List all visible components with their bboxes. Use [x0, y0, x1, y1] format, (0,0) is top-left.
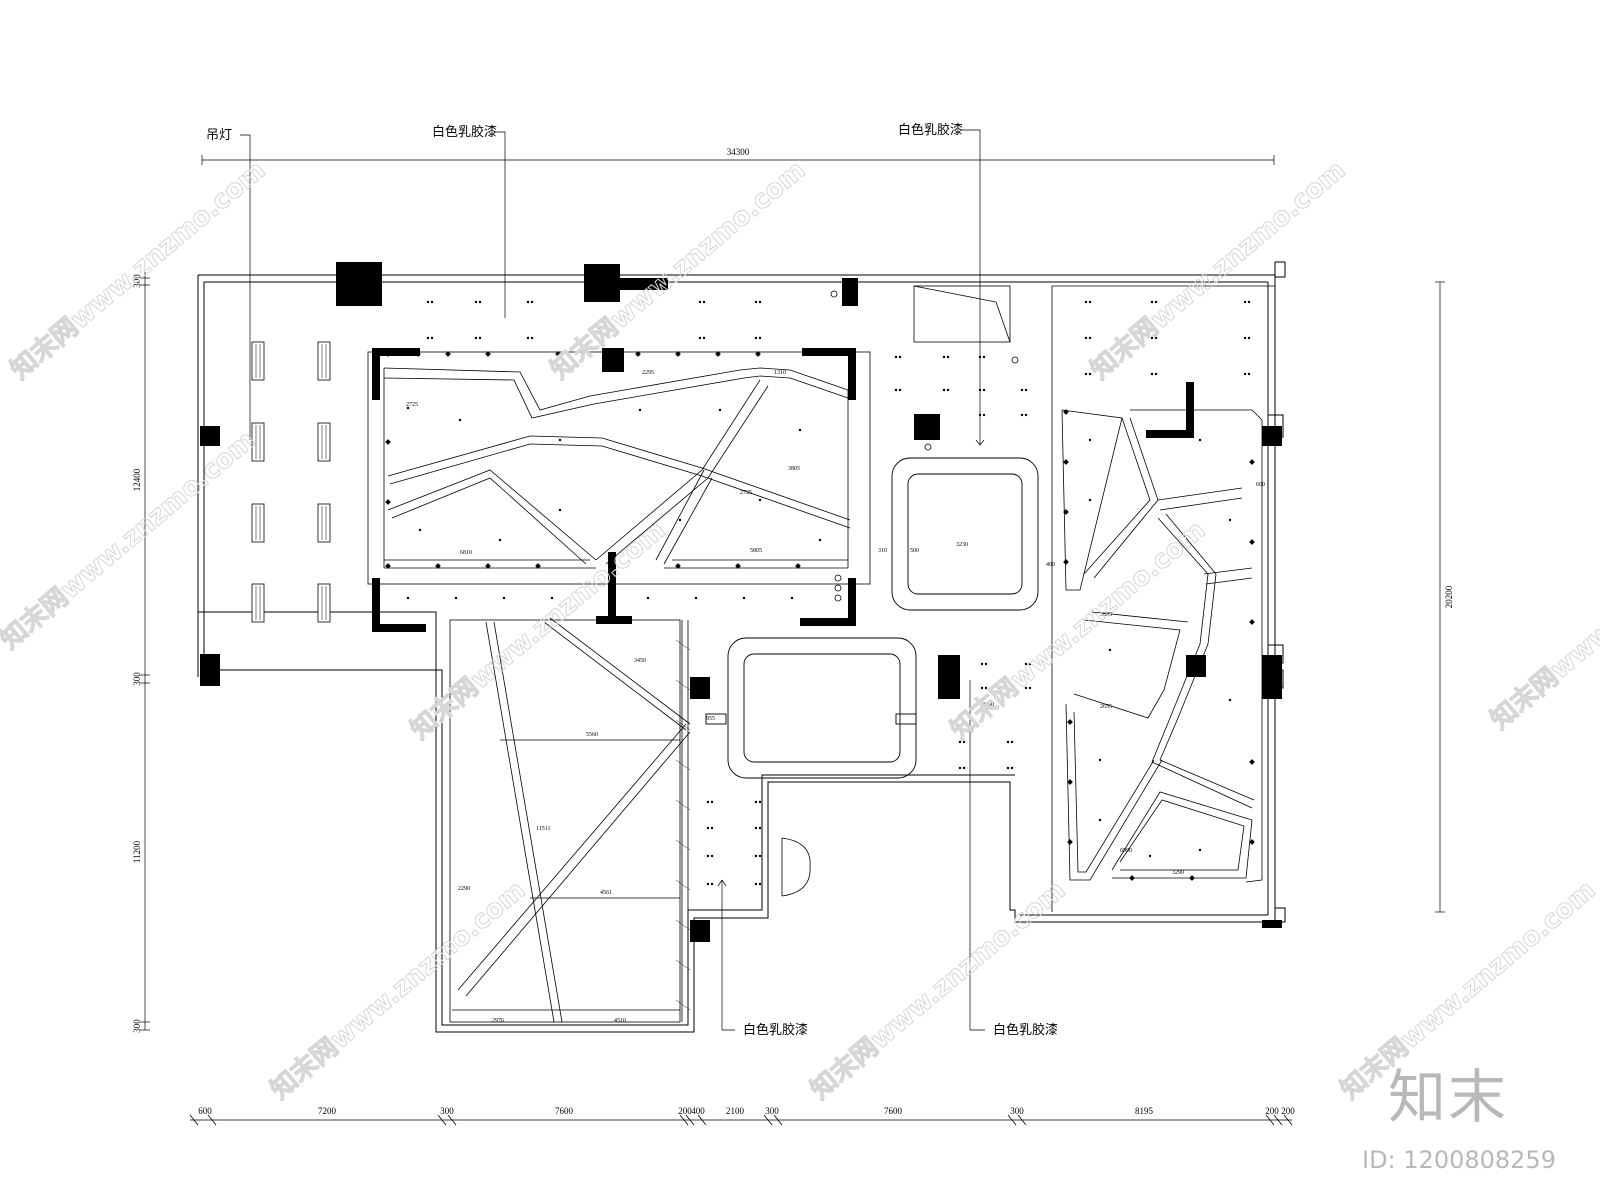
- left-ceiling-zone: [367, 351, 871, 585]
- dim-bottom-1: 7200: [318, 1106, 337, 1116]
- image-id: ID: 1200808259: [1362, 1146, 1556, 1174]
- watermark-1: 知末网www.znzmo.com: [5, 155, 271, 385]
- watermark-6: 知末网www.znzmo.com: [945, 515, 1211, 745]
- dim-bottom-0: 600: [198, 1106, 212, 1116]
- dim-left-2: 300: [132, 672, 142, 686]
- inner-dim-p: 2655: [1100, 704, 1112, 710]
- inner-dim-o: 4160: [982, 702, 994, 708]
- watermark-5: 知末网www.znzmo.com: [405, 515, 671, 745]
- label-paint-top-right: 白色乳胶漆: [898, 122, 963, 138]
- inner-dim-n: 2290: [458, 886, 470, 892]
- dim-bottom-10: 8195: [1135, 1106, 1154, 1116]
- dim-bottom-12: 200: [1281, 1106, 1295, 1116]
- downlight-dots: [406, 300, 1251, 886]
- watermark-9: 知末网www.znzmo.com: [805, 875, 1071, 1105]
- dim-left-1: 12400: [132, 468, 142, 491]
- inner-dim-w: 955: [706, 716, 715, 722]
- inner-dim-g: 6810: [460, 550, 472, 556]
- bottom-dimension-texts: 600 7200 300 7600 200 400 2100 300 7600 …: [198, 1106, 1295, 1116]
- door-area: [781, 285, 1019, 897]
- label-paint-bottom-left: 白色乳胶漆: [743, 1022, 808, 1038]
- label-pendant-light: 吊灯: [206, 128, 232, 143]
- watermarks: 知末网www.znzmo.com 知末网www.znzmo.com 知末网www…: [0, 155, 1600, 1106]
- inner-dim-e: 2725: [740, 490, 752, 496]
- inner-dim-b: 2295: [642, 370, 654, 376]
- inner-dim-j: 5560: [586, 732, 598, 738]
- bottom-left-ceiling: [449, 617, 691, 1023]
- inner-dim-f: 5805: [750, 548, 762, 554]
- dim-left-3: 11200: [132, 840, 142, 863]
- bottom-left-hatch: [675, 639, 691, 1011]
- dim-bottom-5: 400: [691, 1106, 705, 1116]
- dimension-lines: [140, 155, 1445, 1121]
- dim-bottom-11: 200: [1265, 1106, 1279, 1116]
- watermark-4: 知末网www.znzmo.com: [0, 425, 261, 655]
- inner-dim-t: 500: [910, 548, 919, 554]
- dim-overall-height: 20200: [1444, 585, 1454, 608]
- inner-dim-u: 3450: [634, 658, 646, 664]
- dim-bottom-4: 200: [678, 1106, 692, 1116]
- dim-bottom-6: 2100: [726, 1106, 745, 1116]
- inner-dim-v: 11511: [536, 826, 551, 832]
- watermark-7: 知末网www.znzmo.com: [1485, 505, 1600, 735]
- pendant-light-inner: [255, 344, 327, 620]
- inner-dim-x: 310: [878, 548, 887, 554]
- right-ceiling-zone: [1051, 285, 1275, 912]
- inner-dim-l: 2976: [492, 1018, 504, 1024]
- brand-logo: 知末: [1388, 1063, 1509, 1131]
- dim-bottom-9: 300: [1010, 1106, 1024, 1116]
- inner-dim-c: 1310: [774, 370, 786, 376]
- inner-dim-k: 4561: [600, 890, 612, 896]
- dim-bottom-8: 7600: [884, 1106, 903, 1116]
- inner-dim-a: 2725: [406, 402, 418, 408]
- outer-walls: [197, 261, 1286, 1033]
- inner-dim-h: 3230: [956, 542, 968, 548]
- dim-bottom-3: 7600: [555, 1106, 574, 1116]
- label-paint-bottom-right: 白色乳胶漆: [993, 1022, 1058, 1038]
- leader-lines: [240, 129, 985, 1031]
- inner-dim-r: 6990: [1120, 848, 1132, 854]
- inner-dim-i: 3825: [1100, 612, 1112, 618]
- left-dimension-texts: 300 12400 300 11200 300: [132, 274, 142, 1033]
- inner-dim-y: 400: [1046, 562, 1055, 568]
- dim-left-0: 300: [132, 274, 142, 288]
- pendant-lights: [251, 341, 331, 623]
- inner-dimension-texts: 2725 2295 1310 3805 2725 5805 6810 3230 …: [406, 370, 1265, 1024]
- dim-left-4: 300: [132, 1019, 142, 1033]
- watermark-8: 知末网www.znzmo.com: [265, 875, 531, 1105]
- rounded-islands: [705, 457, 1039, 779]
- edge-markers: [385, 351, 1255, 881]
- inner-dim-d: 3805: [788, 466, 800, 472]
- dim-bottom-7: 300: [765, 1106, 779, 1116]
- inner-dim-s: 600: [1256, 482, 1265, 488]
- dim-bottom-2: 300: [440, 1106, 454, 1116]
- label-paint-top-left: 白色乳胶漆: [432, 124, 497, 140]
- inner-dim-m: 4510: [614, 1018, 626, 1024]
- dim-overall-width: 34300: [727, 147, 750, 157]
- inner-dim-q: 3290: [1172, 870, 1184, 876]
- watermark-3: 知末网www.znzmo.com: [1085, 155, 1351, 385]
- bottom-dimension-ticks: [189, 1114, 1293, 1126]
